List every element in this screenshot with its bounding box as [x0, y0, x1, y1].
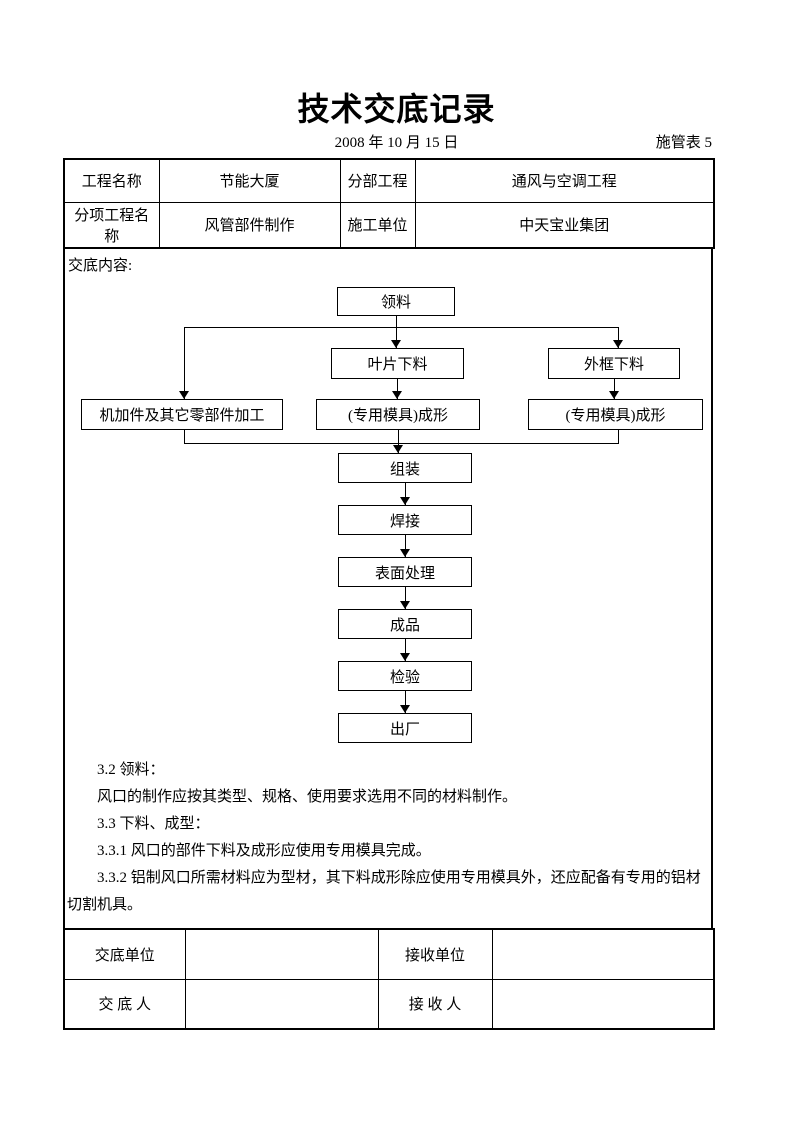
discloser-label: 交 底 人: [63, 978, 186, 1030]
flow-node-welding: 焊接: [338, 505, 472, 535]
construction-unit-label: 施工单位: [339, 201, 416, 249]
sub-project-value: 风管部件制作: [158, 201, 341, 249]
division-work-value: 通风与空调工程: [414, 158, 715, 203]
disclosure-content-label: 交底内容:: [68, 258, 133, 274]
flow-node-mould-forming-mid: (专用模具)成形: [316, 399, 480, 430]
receiving-unit-value: [491, 928, 715, 980]
flow-node-receive-material: 领料: [337, 287, 455, 316]
receiver-label: 接 收 人: [377, 978, 493, 1030]
discloser-value: [184, 978, 379, 1030]
flow-node-machining: 机加件及其它零部件加工: [81, 399, 283, 430]
sub-project-label: 分项工程名称: [63, 201, 160, 249]
connector-line: [618, 430, 619, 444]
paragraph: 3.2 领料：: [97, 762, 165, 778]
arrowhead-icon: [609, 391, 619, 399]
signature-table: 交底单位 接收单位 交 底 人 接 收 人: [63, 928, 715, 1030]
connector-line: [396, 316, 397, 348]
connector-line: [184, 430, 185, 444]
arrowhead-icon: [391, 340, 401, 348]
form-code-label: 施管表 5: [655, 135, 712, 151]
project-name-label: 工程名称: [63, 158, 160, 203]
document-date: 2008 年 10 月 15 日: [334, 135, 459, 151]
connector-line: [405, 691, 406, 713]
arrowhead-icon: [400, 497, 410, 505]
project-info-table: 工程名称 节能大厦 分部工程 通风与空调工程 分项工程名称 风管部件制作 施工单…: [63, 158, 715, 249]
flow-node-frame-cutting: 外框下料: [548, 348, 680, 379]
connector-line: [184, 327, 185, 399]
connector-line: [184, 327, 618, 328]
arrowhead-icon: [400, 549, 410, 557]
table-row: 交 底 人 接 收 人: [63, 978, 715, 1030]
paragraph: 3.3.2 铝制风口所需材料应为型材，其下料成形除应使用专用模具外，还应配备有专…: [67, 870, 701, 913]
connector-line: [397, 379, 398, 399]
disclosing-unit-label: 交底单位: [63, 928, 186, 980]
flow-node-finished-product: 成品: [338, 609, 472, 639]
flow-node-blade-cutting: 叶片下料: [331, 348, 464, 379]
receiving-unit-label: 接收单位: [377, 928, 493, 980]
flow-node-delivery: 出厂: [338, 713, 472, 743]
arrowhead-icon: [392, 391, 402, 399]
paragraph: 3.3.1 风口的部件下料及成形应使用专用模具完成。: [97, 843, 431, 859]
connector-line: [405, 535, 406, 557]
arrowhead-icon: [179, 391, 189, 399]
connector-line: [614, 379, 615, 399]
table-row: 分项工程名称 风管部件制作 施工单位 中天宝业集团: [63, 201, 715, 249]
connector-line: [184, 443, 618, 444]
arrowhead-icon: [400, 705, 410, 713]
receiver-value: [491, 978, 715, 1030]
table-row: 交底单位 接收单位: [63, 928, 715, 980]
arrowhead-icon: [400, 601, 410, 609]
connector-line: [405, 639, 406, 661]
paragraph: 风口的制作应按其类型、规格、使用要求选用不同的材料制作。: [97, 789, 518, 805]
flow-node-surface-treatment: 表面处理: [338, 557, 472, 587]
arrowhead-icon: [613, 340, 623, 348]
flow-node-assembly: 组装: [338, 453, 472, 483]
page-title: 技术交底记录: [297, 91, 496, 127]
table-row: 工程名称 节能大厦 分部工程 通风与空调工程: [63, 158, 715, 203]
paragraph: 3.3 下料、成型：: [97, 816, 210, 832]
flow-node-inspection: 检验: [338, 661, 472, 691]
disclosure-text: 3.2 领料： 风口的制作应按其类型、规格、使用要求选用不同的材料制作。 3.3…: [67, 757, 709, 919]
connector-line: [405, 587, 406, 609]
connector-line: [398, 430, 399, 453]
division-work-label: 分部工程: [339, 158, 416, 203]
construction-unit-value: 中天宝业集团: [414, 201, 715, 249]
connector-line: [405, 483, 406, 505]
flow-node-mould-forming-right: (专用模具)成形: [528, 399, 703, 430]
connector-line: [618, 327, 619, 348]
arrowhead-icon: [393, 445, 403, 453]
project-name-value: 节能大厦: [158, 158, 341, 203]
arrowhead-icon: [400, 653, 410, 661]
disclosing-unit-value: [184, 928, 379, 980]
